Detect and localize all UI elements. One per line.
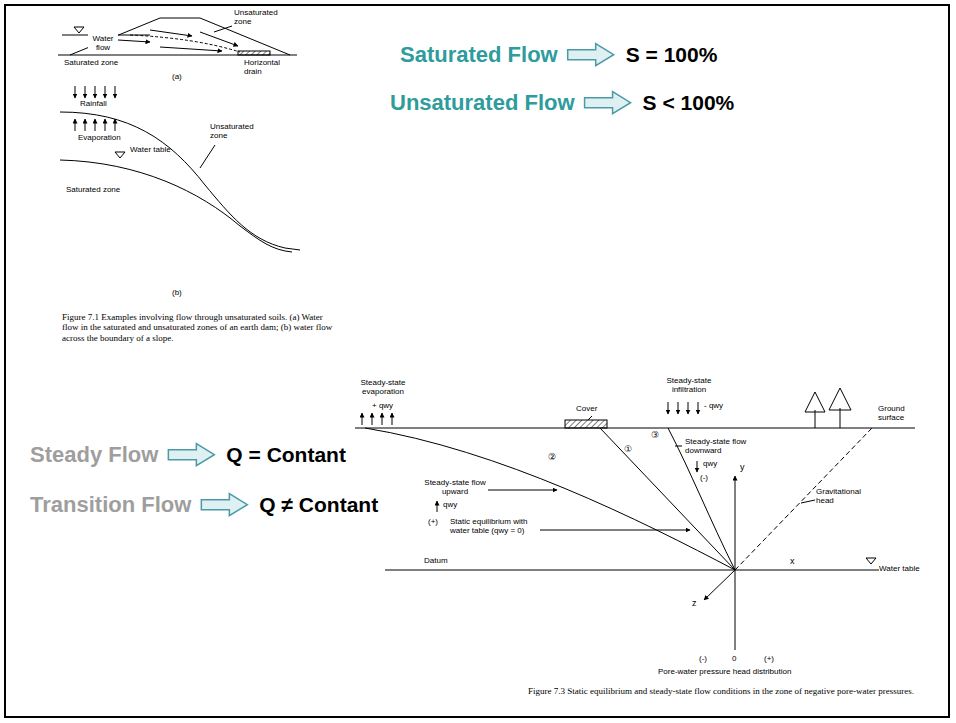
flow-label: Steady-state flow downward [685,437,747,455]
zone-label: Saturated zone [64,58,118,67]
head-label: Gravitational head [816,487,871,505]
flow-type: Steady Flow [30,442,158,467]
block-arrow [201,494,247,516]
process-label: Evaporation [78,133,121,142]
sign-label: (+) [764,654,774,663]
flow-type: Saturated Flow [400,42,558,67]
slope-figure [60,86,300,252]
block-arrow [168,444,214,466]
axis-label: x [790,556,795,566]
figure-caption: Figure 7.3 Static equilibrium and steady… [528,686,940,696]
pressure-head-figure [355,388,915,650]
water-table-label: Water table [879,564,920,573]
water-table-label: Water table [130,145,171,154]
flow-label: Steady-state flow upward [424,478,486,496]
zone-label: Saturated zone [66,185,120,194]
axis-label: y [740,462,745,472]
flux-label: - qwy [704,401,723,410]
process-label: Steady-state evaporation [352,378,414,396]
datum-label: Datum [424,556,448,565]
flow-type: Unsaturated Flow [390,90,575,115]
zone-label: Unsaturated zone [210,122,260,140]
block-arrow [568,44,614,66]
flow-condition: Q ≠ Contant [259,493,378,517]
zone-label: Water flow [88,34,118,52]
flow-condition: Q = Contant [226,443,346,467]
callout-number: ② [548,452,556,462]
process-label: Steady-state infiltration [658,376,720,394]
part-label: Cover [576,404,597,413]
figure-letter: (a) [172,72,182,81]
sign-label: (-) [700,473,708,482]
flux-label: + qwy [372,401,393,410]
flux-label: qwy [443,500,457,509]
flow-condition: S < 100% [643,91,735,115]
flow-condition: S = 100% [626,43,718,67]
sign-label: (-) [699,654,707,663]
earth-dam-figure [58,18,297,55]
figure-caption: Figure 7.1 Examples involving flow throu… [62,312,334,343]
axis-label: z [692,598,697,608]
block-arrow [585,92,631,114]
sign-label: 0 [732,654,736,663]
zone-label: Unsaturated zone [234,8,284,26]
condition-label: Static equilibrium with water table (qwy… [450,517,538,535]
axis-title: Pore-water pressure head distribution [658,667,791,676]
process-label: Rainfall [80,99,107,108]
callout-number: ① [624,444,632,454]
flux-label: qwy [703,459,717,468]
figure-letter: (b) [172,288,182,297]
callout-number: ③ [651,430,659,440]
surface-label: Ground surface [878,404,920,422]
flow-type: Transition Flow [30,492,191,517]
part-label: Horizontal drain [244,58,284,76]
slide-frame [5,5,949,717]
sign-label: (+) [428,517,438,526]
